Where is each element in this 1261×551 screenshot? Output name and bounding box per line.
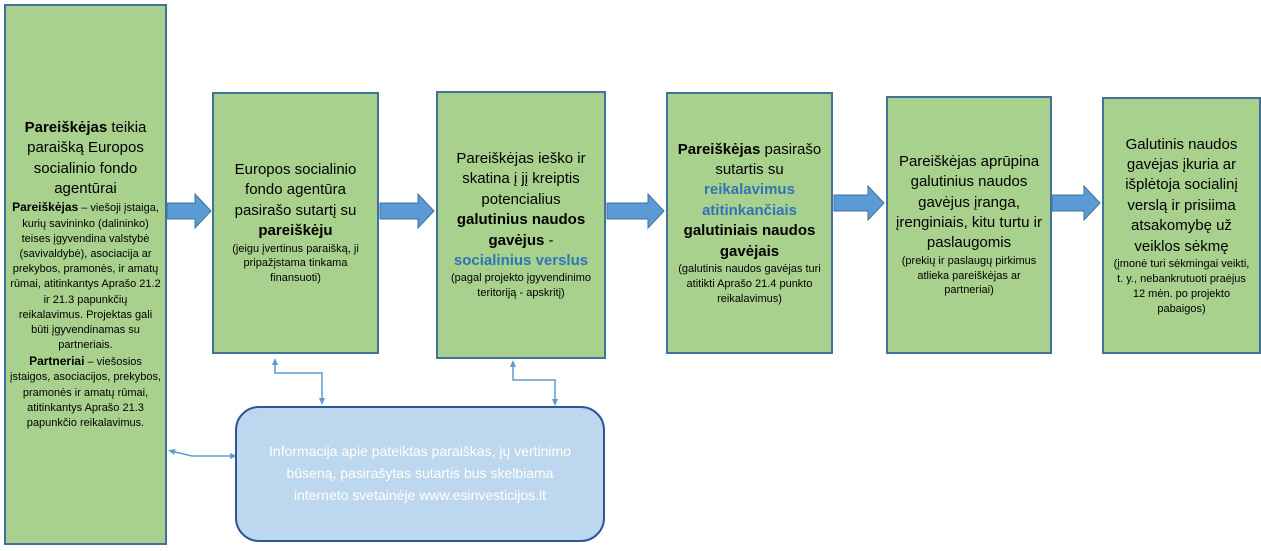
contracts-main-text: Pareiškėjas pasirašo sutartis su reikala…	[674, 140, 825, 262]
info-connector-agency	[272, 358, 325, 405]
applicant-definition-bold: Pareiškėjas	[12, 200, 79, 215]
contracts-note: (galutinis naudos gavėjas turi atitikti …	[678, 262, 821, 305]
flow-arrow-2	[379, 192, 435, 230]
info-connector-applicant	[168, 449, 237, 459]
search-box: Pareiškėjas ieško ir skatina į jį kreipt…	[436, 91, 606, 359]
search-note: (pagal projekto įgyvendinimo teritoriją …	[450, 272, 592, 300]
agency-note: (jeigu įvertinus paraišką, ji pripažįsta…	[232, 242, 359, 285]
partners-definition-bold: Partneriai	[29, 354, 85, 369]
information-text: Informacija apie pateiktas paraiškas, jų…	[269, 443, 571, 503]
info-connector-search	[510, 360, 558, 406]
applicant-definition: Pareiškėjas – viešoji įstaiga, kurių sav…	[10, 199, 161, 353]
agency-main-text: Europos socialinio fondo agentūra pasira…	[222, 160, 369, 242]
agency-main-a: Europos socialinio fondo agentūra pasira…	[234, 160, 357, 219]
equipment-note: (prekių ir paslaugų pirkimus atlieka par…	[901, 254, 1037, 297]
equipment-box: Pareiškėjas aprūpina galutinius naudos g…	[886, 96, 1052, 354]
search-main-text: Pareiškėjas ieško ir skatina į jį kreipt…	[446, 149, 596, 271]
contracts-main-a: pasirašo sutartis su	[715, 140, 822, 178]
search-main-bold: galutinius naudos gavėjus	[456, 211, 586, 249]
flow-arrow-4	[833, 184, 885, 222]
search-main-blue: socialinius verslus	[453, 251, 589, 269]
applicant-definition-rest: – viešoji įstaiga, kurių savininko (dali…	[10, 202, 161, 352]
agency-box: Europos socialinio fondo agentūra pasira…	[212, 92, 379, 354]
agency-main-bold: pareiškėju	[258, 222, 333, 240]
flow-arrow-5	[1051, 184, 1101, 222]
partners-definition: Partneriai – viešosios įstaigos, asociac…	[10, 353, 161, 431]
applicant-box: Pareiškėjas teikia paraišką Europos soci…	[4, 4, 167, 545]
search-main-a: Pareiškėjas ieško ir skatina į jį kreipt…	[456, 149, 586, 208]
partners-definition-rest: – viešosios įstaigos, asociacijos, preky…	[10, 356, 162, 429]
final-note: (įmonė turi sėkmingai veikti, t. y., neb…	[1113, 257, 1250, 315]
flow-arrow-3	[606, 192, 665, 230]
final-beneficiary-box: Galutinis naudos gavėjas įkuria ar išplė…	[1102, 97, 1261, 354]
contracts-main-blue: reikalavimus atitinkančiais	[701, 181, 798, 219]
applicant-main-text: Pareiškėjas teikia paraišką Europos soci…	[10, 118, 161, 200]
search-main-dash: -	[544, 231, 554, 249]
flow-arrow-1	[166, 192, 212, 230]
final-main-text: Galutinis naudos gavėjas įkuria ar išplė…	[1125, 135, 1238, 255]
applicant-main-rest: teikia paraišką Europos socialinio fondo…	[27, 118, 147, 198]
information-box: Informacija apie pateiktas paraiškas, jų…	[235, 406, 605, 542]
contracts-main-bold2: galutiniais naudos gavėjais	[683, 222, 816, 260]
applicant-main-bold: Pareiškėjas	[24, 118, 108, 136]
contracts-main-bold: Pareiškėjas	[677, 140, 761, 158]
contracts-box: Pareiškėjas pasirašo sutartis su reikala…	[666, 92, 833, 354]
equipment-main-text: Pareiškėjas aprūpina galutinius naudos g…	[896, 152, 1042, 252]
